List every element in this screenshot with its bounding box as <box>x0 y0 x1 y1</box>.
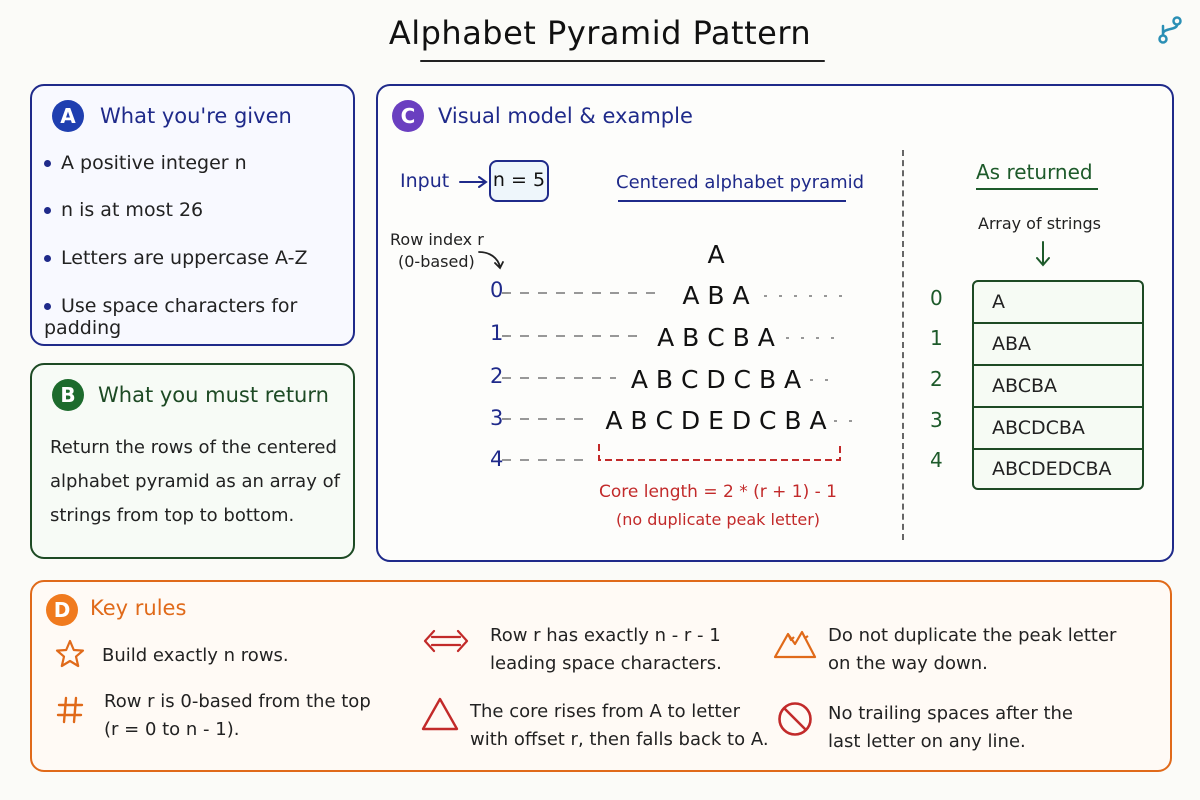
pyramid-row: A B C D E D C B A <box>605 406 827 435</box>
row-index-sublabel: (0-based) <box>398 252 475 271</box>
array-cell: ABCDEDCBA <box>992 458 1112 480</box>
input-label: Input <box>400 170 450 192</box>
returned-array: A ABA ABCBA ABCDCBA ABCDEDCBA <box>972 280 1144 490</box>
row-index: 1 <box>490 321 504 345</box>
panel-b-title: What you must return <box>98 383 329 407</box>
pyramid-row: A B C D C B A <box>630 365 802 394</box>
pyramid-heading-underline <box>618 200 846 202</box>
badge-a: A <box>52 100 84 132</box>
badge-c: C <box>392 100 424 132</box>
returned-index: 2 <box>930 367 943 391</box>
panel-return: B What you must return Return the rows o… <box>30 363 355 559</box>
star-icon <box>55 639 85 668</box>
panel-key-rules: D Key rules Build exactly n rows. Row r … <box>30 580 1172 772</box>
pyramid-row: A B A <box>682 281 750 310</box>
rule-text: Row r is 0-based from the top (r = 0 to … <box>104 691 371 740</box>
returned-index: 4 <box>930 448 943 472</box>
row-index-label: Row index r <box>390 230 484 249</box>
panel-d-title: Key rules <box>90 596 187 620</box>
array-label: Array of strings <box>978 214 1101 233</box>
input-value-box: n = 5 <box>489 160 549 202</box>
pyramid-row: A B C B A <box>657 323 775 352</box>
curved-arrow-icon <box>478 251 504 270</box>
return-description: Return the rows of the centered alphabet… <box>50 437 340 526</box>
panel-visual-model: C Visual model & example Input n = 5 Cen… <box>376 84 1174 562</box>
panel-c-title: Visual model & example <box>438 104 693 128</box>
dashed-leaders <box>502 292 854 461</box>
panel-given: A What you're given A positive integer n… <box>30 84 355 346</box>
given-bullet: n is at most 26 <box>44 199 203 221</box>
mountain-icon <box>773 630 817 659</box>
returned-index: 1 <box>930 326 943 350</box>
core-bracket <box>598 444 841 461</box>
core-length-note: Core length = 2 * (r + 1) - 1 <box>599 482 837 502</box>
branch-icon[interactable] <box>1154 14 1186 46</box>
rule-text: Row r has exactly n - r - 1 leading spac… <box>490 625 722 674</box>
given-bullet: Letters are uppercase A-Z <box>44 247 307 269</box>
title-underline <box>420 60 825 62</box>
returned-index: 3 <box>930 408 943 432</box>
panel-a-title: What you're given <box>100 104 292 128</box>
given-bullet: Use space characters for padding <box>44 295 298 339</box>
section-divider <box>902 150 904 540</box>
returned-heading-underline <box>976 188 1098 190</box>
array-cell: ABCBA <box>974 366 1142 408</box>
pyramid-row: A <box>707 240 725 269</box>
rule-text: Build exactly n rows. <box>102 645 289 666</box>
returned-index: 0 <box>930 286 943 310</box>
returned-heading: As returned <box>976 160 1093 184</box>
rule-text: Do not duplicate the peak letter on the … <box>828 625 1117 674</box>
core-duplicate-note: (no duplicate peak letter) <box>615 510 821 529</box>
badge-d: D <box>46 594 78 626</box>
row-index: 3 <box>490 406 504 430</box>
row-index: 0 <box>490 278 504 302</box>
row-index: 2 <box>490 364 504 388</box>
array-cell: A <box>974 282 1142 324</box>
rule-text: The core rises from A to letter with off… <box>470 701 769 750</box>
badge-b: B <box>52 379 84 411</box>
no-icon <box>778 702 812 736</box>
arrow-right-icon <box>459 176 488 188</box>
double-arrow-icon <box>423 629 469 653</box>
array-cell: ABA <box>974 324 1142 366</box>
array-cell: ABCDCBA <box>974 408 1142 450</box>
given-bullet: A positive integer n <box>44 152 247 174</box>
rule-text: No trailing spaces after the last letter… <box>828 703 1073 752</box>
hash-icon <box>56 696 84 724</box>
page-title: Alphabet Pyramid Pattern <box>388 14 812 52</box>
pyramid-heading: Centered alphabet pyramid <box>616 172 865 193</box>
arrow-down-icon <box>1036 241 1050 267</box>
row-index: 4 <box>490 447 504 471</box>
triangle-icon <box>421 697 459 731</box>
